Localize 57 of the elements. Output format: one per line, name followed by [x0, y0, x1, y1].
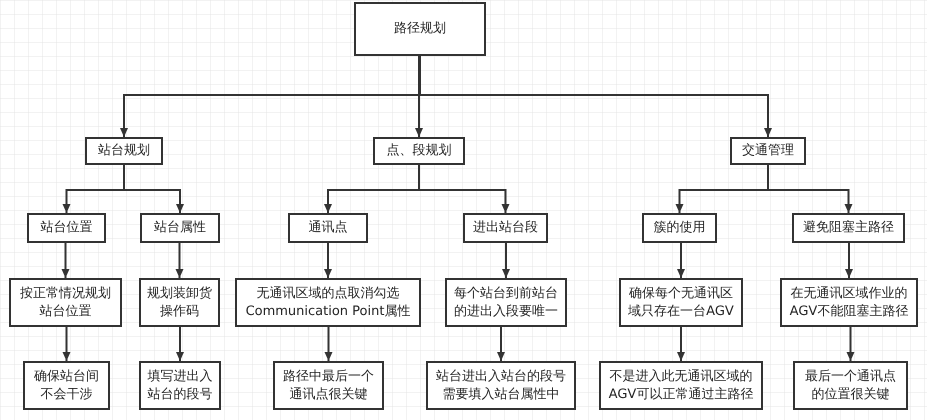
arrow	[846, 327, 854, 361]
node-text: 路径规划	[393, 20, 447, 38]
node-text: 规划装卸货操作码	[146, 284, 213, 320]
process-box	[793, 361, 908, 410]
process-box	[85, 137, 163, 165]
arrow	[62, 327, 70, 361]
node-text: 点、段规划	[386, 142, 452, 160]
arrow	[677, 243, 685, 278]
node-text: 簇的使用	[652, 219, 706, 237]
arrow	[324, 327, 332, 361]
node-text: 最后一个通讯点的位置很关键	[804, 368, 897, 404]
node-text: 确保每个无通讯区域只存在一台AGV	[627, 284, 735, 320]
process-box	[27, 213, 106, 243]
node-text: 不是进入此无通讯区域的AGV可以正常通过主路径	[608, 368, 754, 404]
node-text: 填写进出入站台的段号	[146, 368, 214, 404]
process-box	[463, 213, 548, 243]
process-box	[642, 213, 717, 243]
process-box	[139, 361, 221, 410]
process-box	[9, 278, 122, 327]
node-text: 交通管理	[741, 142, 795, 160]
process-box	[139, 278, 220, 327]
node-text: 通讯点	[308, 219, 348, 237]
process-box	[426, 361, 576, 410]
process-box	[445, 278, 567, 327]
process-box	[730, 137, 806, 165]
process-box	[273, 361, 384, 410]
node-text: 在无通讯区域作业的AGV不能阻塞主路径	[788, 284, 910, 320]
arrow	[62, 243, 70, 278]
process-box	[288, 213, 368, 243]
process-box	[792, 213, 905, 243]
root-box	[354, 2, 486, 56]
arrow	[176, 327, 184, 361]
arrow	[677, 327, 685, 361]
process-box	[23, 361, 110, 410]
arrow	[845, 243, 853, 278]
node-text: 站台进出入站台的段号需要填入站台属性中	[435, 368, 567, 404]
node-text: 路径中最后一个通讯点很关键	[282, 368, 375, 404]
process-box	[619, 278, 743, 327]
process-box	[780, 278, 918, 327]
node-text: 进出站台段	[472, 219, 539, 237]
node-text: 避免阻塞主路径	[802, 219, 895, 237]
process-box	[235, 278, 421, 327]
arrow	[415, 56, 423, 137]
node-text: 站台位置	[40, 219, 94, 237]
arrow	[324, 243, 332, 278]
node-text: 无通讯区域的点取消勾选 Communication Point属性	[244, 284, 412, 320]
node-text: 站台规划	[97, 142, 151, 160]
arrow	[497, 327, 505, 361]
node-text: 确保站台间不会干涉	[33, 368, 100, 404]
arrow	[176, 243, 184, 278]
process-box	[373, 137, 465, 165]
node-text: 按正常情况规划站台位置	[19, 284, 112, 320]
process-box	[140, 213, 220, 243]
arrow	[502, 243, 510, 278]
node-text: 站台属性	[153, 219, 207, 237]
process-box	[599, 361, 763, 410]
node-text: 每个站台到前站台的进出入段要唯一	[453, 284, 559, 320]
